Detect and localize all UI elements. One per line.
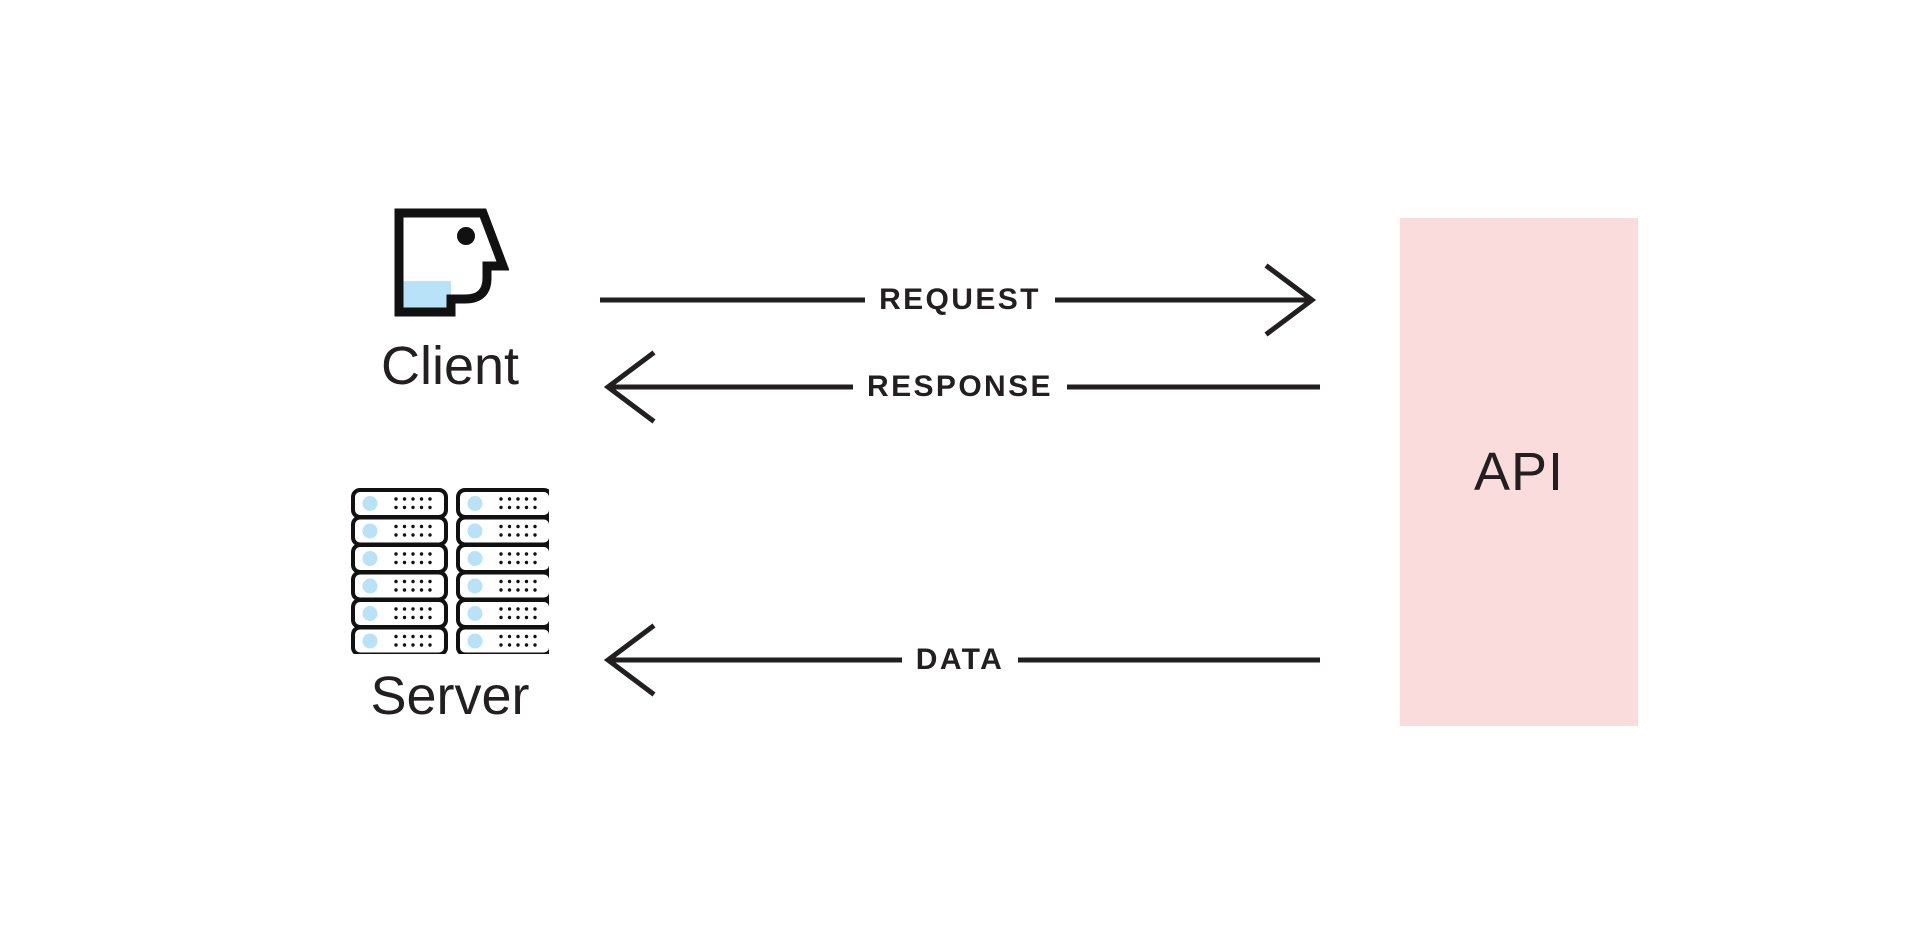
flow-label-data: DATA (901, 645, 1019, 675)
head-profile-icon (391, 205, 510, 325)
server-node[interactable]: Server (340, 488, 560, 723)
client-label: Client (380, 336, 520, 396)
server-label: Server (370, 666, 530, 726)
flow-data[interactable]: DATA (600, 623, 1320, 697)
flow-label-request: REQUEST (865, 285, 1055, 315)
server-rack-icon (351, 488, 553, 659)
client-node[interactable]: Client (340, 205, 560, 393)
api-label: API (1473, 442, 1565, 502)
flow-label-response: RESPONSE (853, 372, 1067, 402)
flow-response[interactable]: RESPONSE (600, 350, 1320, 424)
flow-request[interactable]: REQUEST (600, 263, 1320, 337)
api-box[interactable]: API (1400, 218, 1638, 726)
